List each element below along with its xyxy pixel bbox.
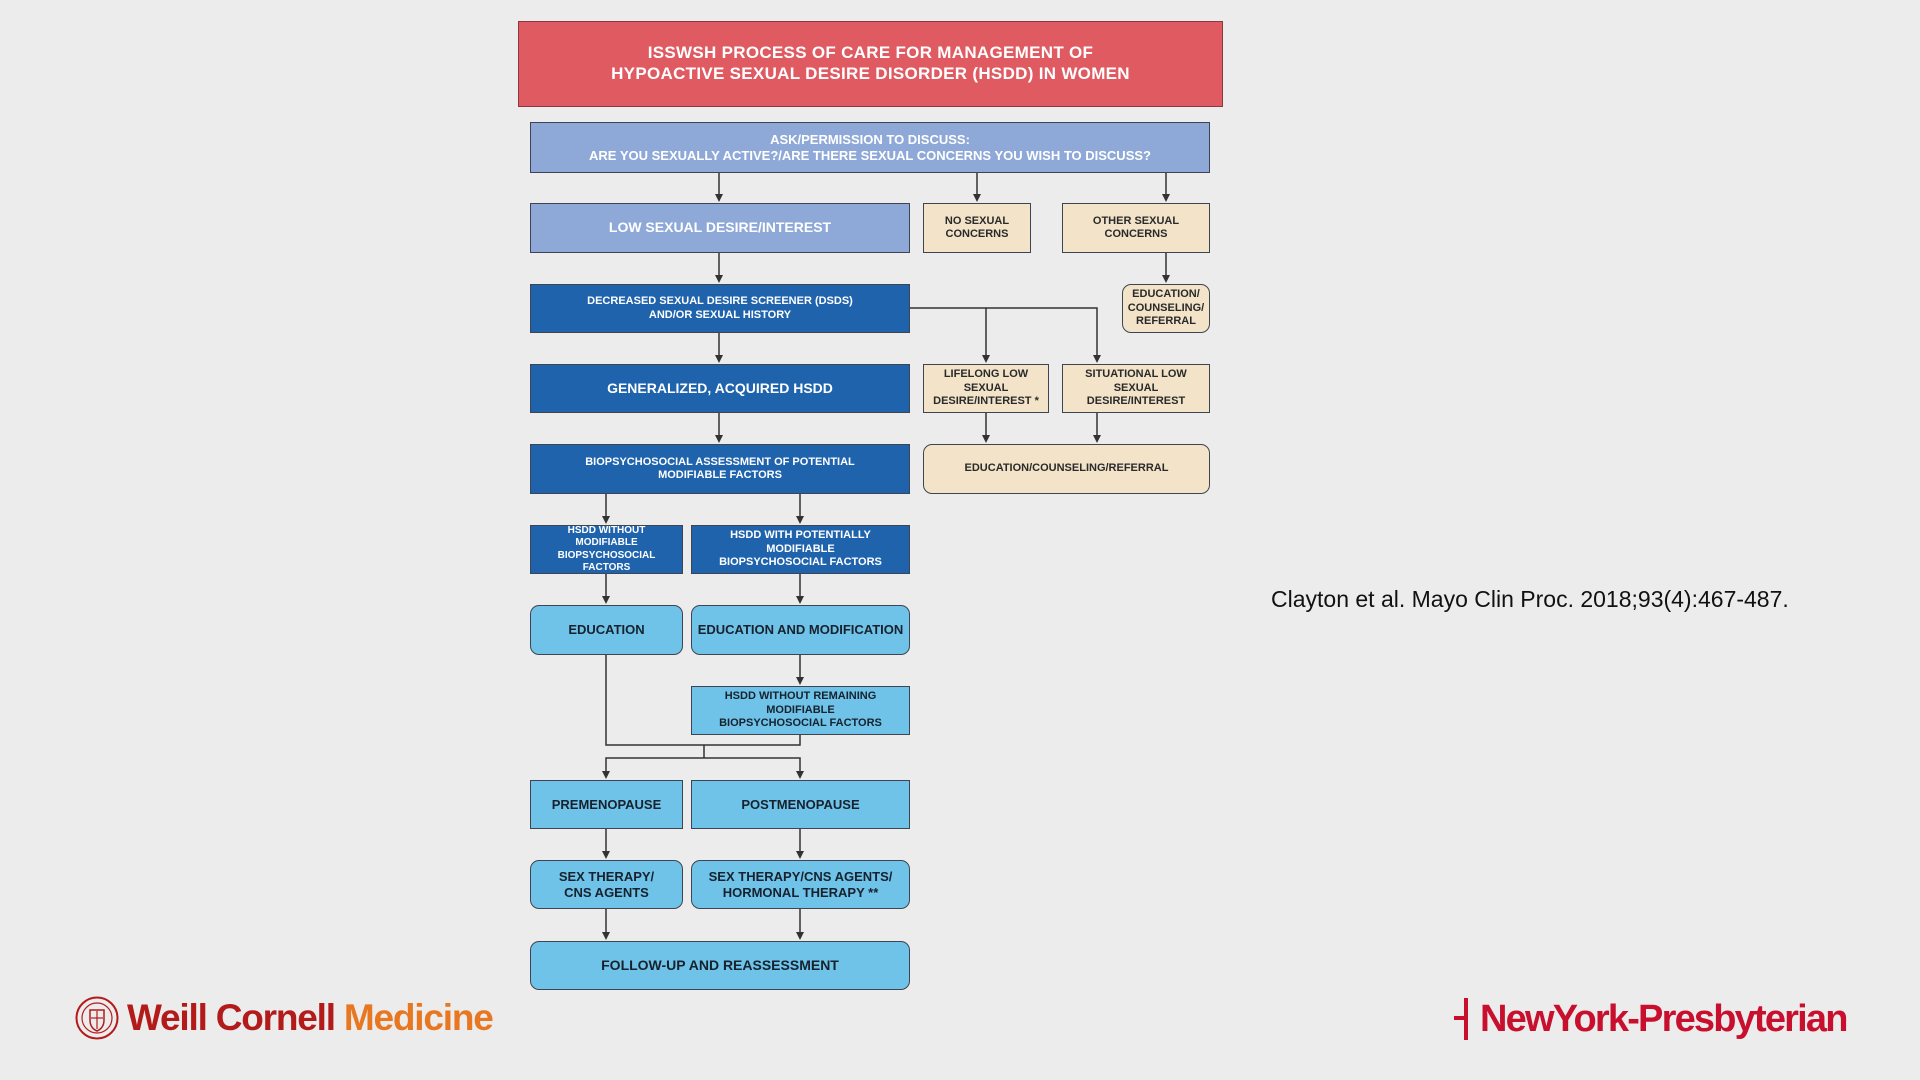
node-sex-therapy-post: SEX THERAPY/CNS AGENTS/ HORMONAL THERAPY… (691, 860, 910, 909)
connector-merge-premenopause (602, 757, 704, 779)
cornell-seal-icon (75, 996, 119, 1040)
node-ask-permission: ASK/PERMISSION TO DISCUSS: ARE YOU SEXUA… (530, 122, 1210, 173)
citation-text: Clayton et al. Mayo Clin Proc. 2018;93(4… (1271, 586, 1789, 612)
flowchart-title: ISSWSH PROCESS OF CARE FOR MANAGEMENT OF… (518, 21, 1223, 107)
nyp-mark-icon (1454, 998, 1468, 1040)
node-lifelong: LIFELONG LOW SEXUAL DESIRE/INTEREST * (923, 364, 1049, 413)
nyp-wordmark: NewYork-Presbyterian (1480, 997, 1848, 1040)
node-dsds: DECREASED SEXUAL DESIRE SCREENER (DSDS) … (530, 284, 910, 333)
node-other-concerns: OTHER SEXUAL CONCERNS (1062, 203, 1210, 253)
node-situational: SITUATIONAL LOW SEXUAL DESIRE/INTEREST (1062, 364, 1210, 413)
node-biopsychosocial: BIOPSYCHOSOCIAL ASSESSMENT OF POTENTIAL … (530, 444, 910, 494)
node-education-modification: EDUCATION AND MODIFICATION (691, 605, 910, 655)
node-education-small: EDUCATION/ COUNSELING/ REFERRAL (1122, 284, 1210, 333)
node-with-modifiable: HSDD WITH POTENTIALLY MODIFIABLE BIOPSYC… (691, 525, 910, 574)
node-no-concerns: NO SEXUAL CONCERNS (923, 203, 1031, 253)
node-without-remaining: HSDD WITHOUT REMAINING MODIFIABLE BIOPSY… (691, 686, 910, 735)
node-generalized-hsdd: GENERALIZED, ACQUIRED HSDD (530, 364, 910, 413)
node-postmenopause: POSTMENOPAUSE (691, 780, 910, 829)
nyp-logo: NewYork-Presbyterian (1452, 996, 1848, 1042)
connector-education-merge (605, 655, 704, 746)
node-sex-therapy-pre: SEX THERAPY/ CNS AGENTS (530, 860, 683, 909)
node-education: EDUCATION (530, 605, 683, 655)
connector-merge-postmenopause (704, 757, 804, 779)
node-followup: FOLLOW-UP AND REASSESSMENT (530, 941, 910, 990)
node-education-wide: EDUCATION/COUNSELING/REFERRAL (923, 444, 1210, 494)
weill-cornell-wordmark: Weill Cornell (127, 997, 336, 1038)
weill-cornell-logo: Weill Cornell Medicine (75, 996, 494, 1040)
medicine-wordmark: Medicine (343, 997, 494, 1038)
connector-dsds-lifelong (909, 307, 990, 363)
node-low-desire: LOW SEXUAL DESIRE/INTEREST (530, 203, 910, 253)
connector-remaining-merge (704, 735, 801, 746)
node-without-modifiable: HSDD WITHOUT MODIFIABLE BIOPSYCHOSOCIAL … (530, 525, 683, 574)
connector-dsds-situational (986, 307, 1101, 363)
node-premenopause: PREMENOPAUSE (530, 780, 683, 829)
